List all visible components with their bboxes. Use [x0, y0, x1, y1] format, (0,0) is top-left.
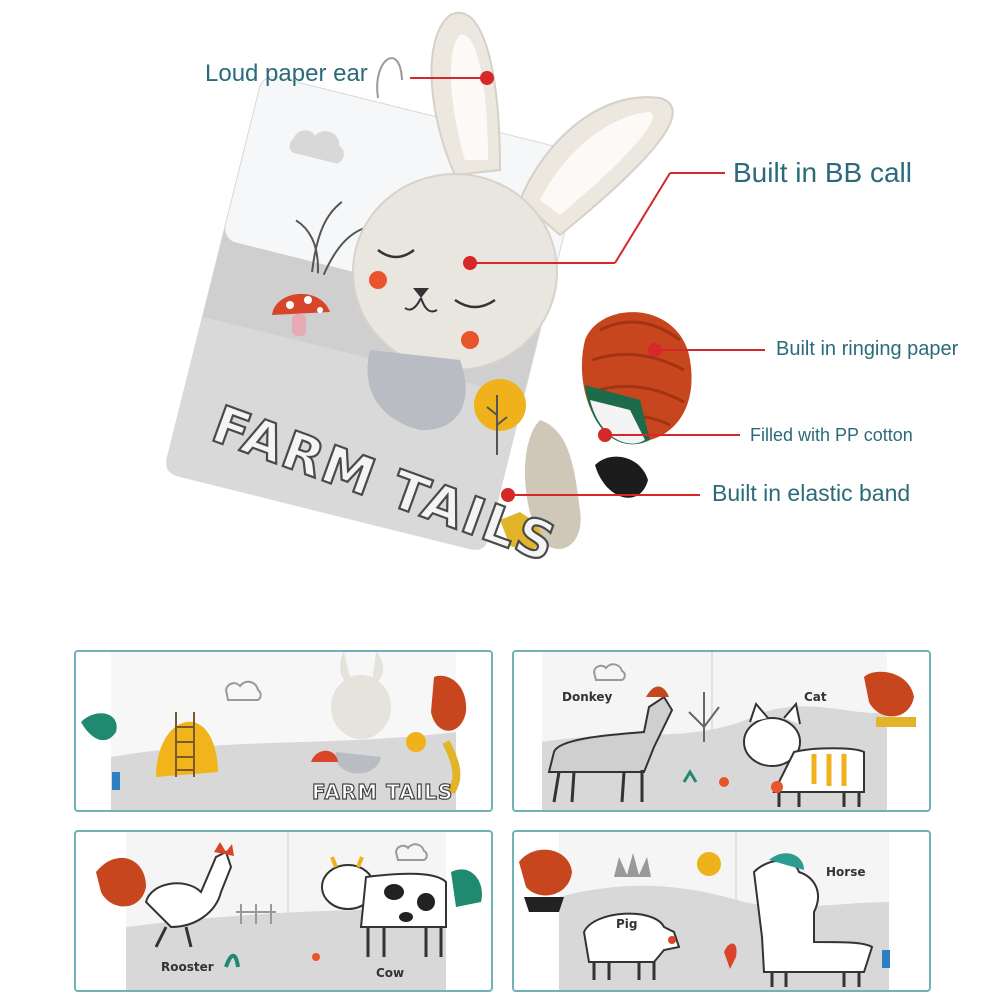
- panel-cover-spread: FARM TAILS: [74, 650, 493, 812]
- callout-loud-paper-ear: Loud paper ear: [205, 60, 368, 87]
- tree: [474, 379, 526, 431]
- hero-product: FARM TAILS Loud paper ear Built in BB ca…: [166, 11, 959, 576]
- callout-ringing-paper: Built in ringing paper: [776, 338, 959, 360]
- label-donkey: Donkey: [562, 690, 613, 704]
- green-tail: [451, 869, 482, 907]
- panel-rooster-cow: Rooster Cow: [74, 830, 493, 992]
- horse-figure: [752, 853, 874, 987]
- black-foot: [595, 456, 648, 498]
- label-cow: Cow: [376, 966, 405, 980]
- bunny-head: [331, 675, 391, 739]
- red-tail: [864, 671, 914, 717]
- red-tail: [96, 857, 146, 907]
- callout-pp-cotton: Filled with PP cotton: [750, 425, 913, 445]
- rooster-figure: [144, 842, 234, 948]
- donkey-figure: [547, 686, 674, 803]
- panel-donkey-cat: Donkey Cat: [512, 650, 931, 812]
- label-rooster: Rooster: [161, 960, 214, 974]
- cow-figure: [321, 856, 447, 957]
- sun-icon: [697, 852, 721, 876]
- left-ear-inner: [450, 34, 488, 161]
- leader-lines: [410, 71, 765, 502]
- cloth-book-illustration: [166, 11, 765, 552]
- haystack: [156, 721, 218, 777]
- panel-pig-horse: Pig Horse: [512, 830, 931, 992]
- bunny-body: [367, 350, 466, 431]
- callout-bb-call: Built in BB call: [733, 157, 912, 188]
- yellow-paw: [500, 512, 545, 552]
- label-pig: Pig: [616, 917, 638, 931]
- mushroom: [311, 750, 338, 762]
- callout-elastic-band: Built in elastic band: [712, 480, 911, 506]
- red-tail: [519, 849, 572, 896]
- label-horse: Horse: [826, 865, 866, 879]
- panel-book-title: FARM TAILS: [311, 779, 454, 804]
- mushroom: [272, 293, 330, 336]
- green-tail: [81, 713, 117, 741]
- cloud: [289, 130, 344, 164]
- pig-figure: [582, 912, 681, 980]
- elastic-leg: [525, 420, 581, 549]
- cloud: [224, 680, 262, 701]
- cat-figure: [743, 701, 865, 807]
- label-cat: Cat: [804, 690, 827, 704]
- bunny-head: [352, 173, 558, 371]
- hanging-loop: [376, 57, 403, 99]
- red-tail: [431, 675, 467, 731]
- right-ear-inner: [540, 112, 653, 215]
